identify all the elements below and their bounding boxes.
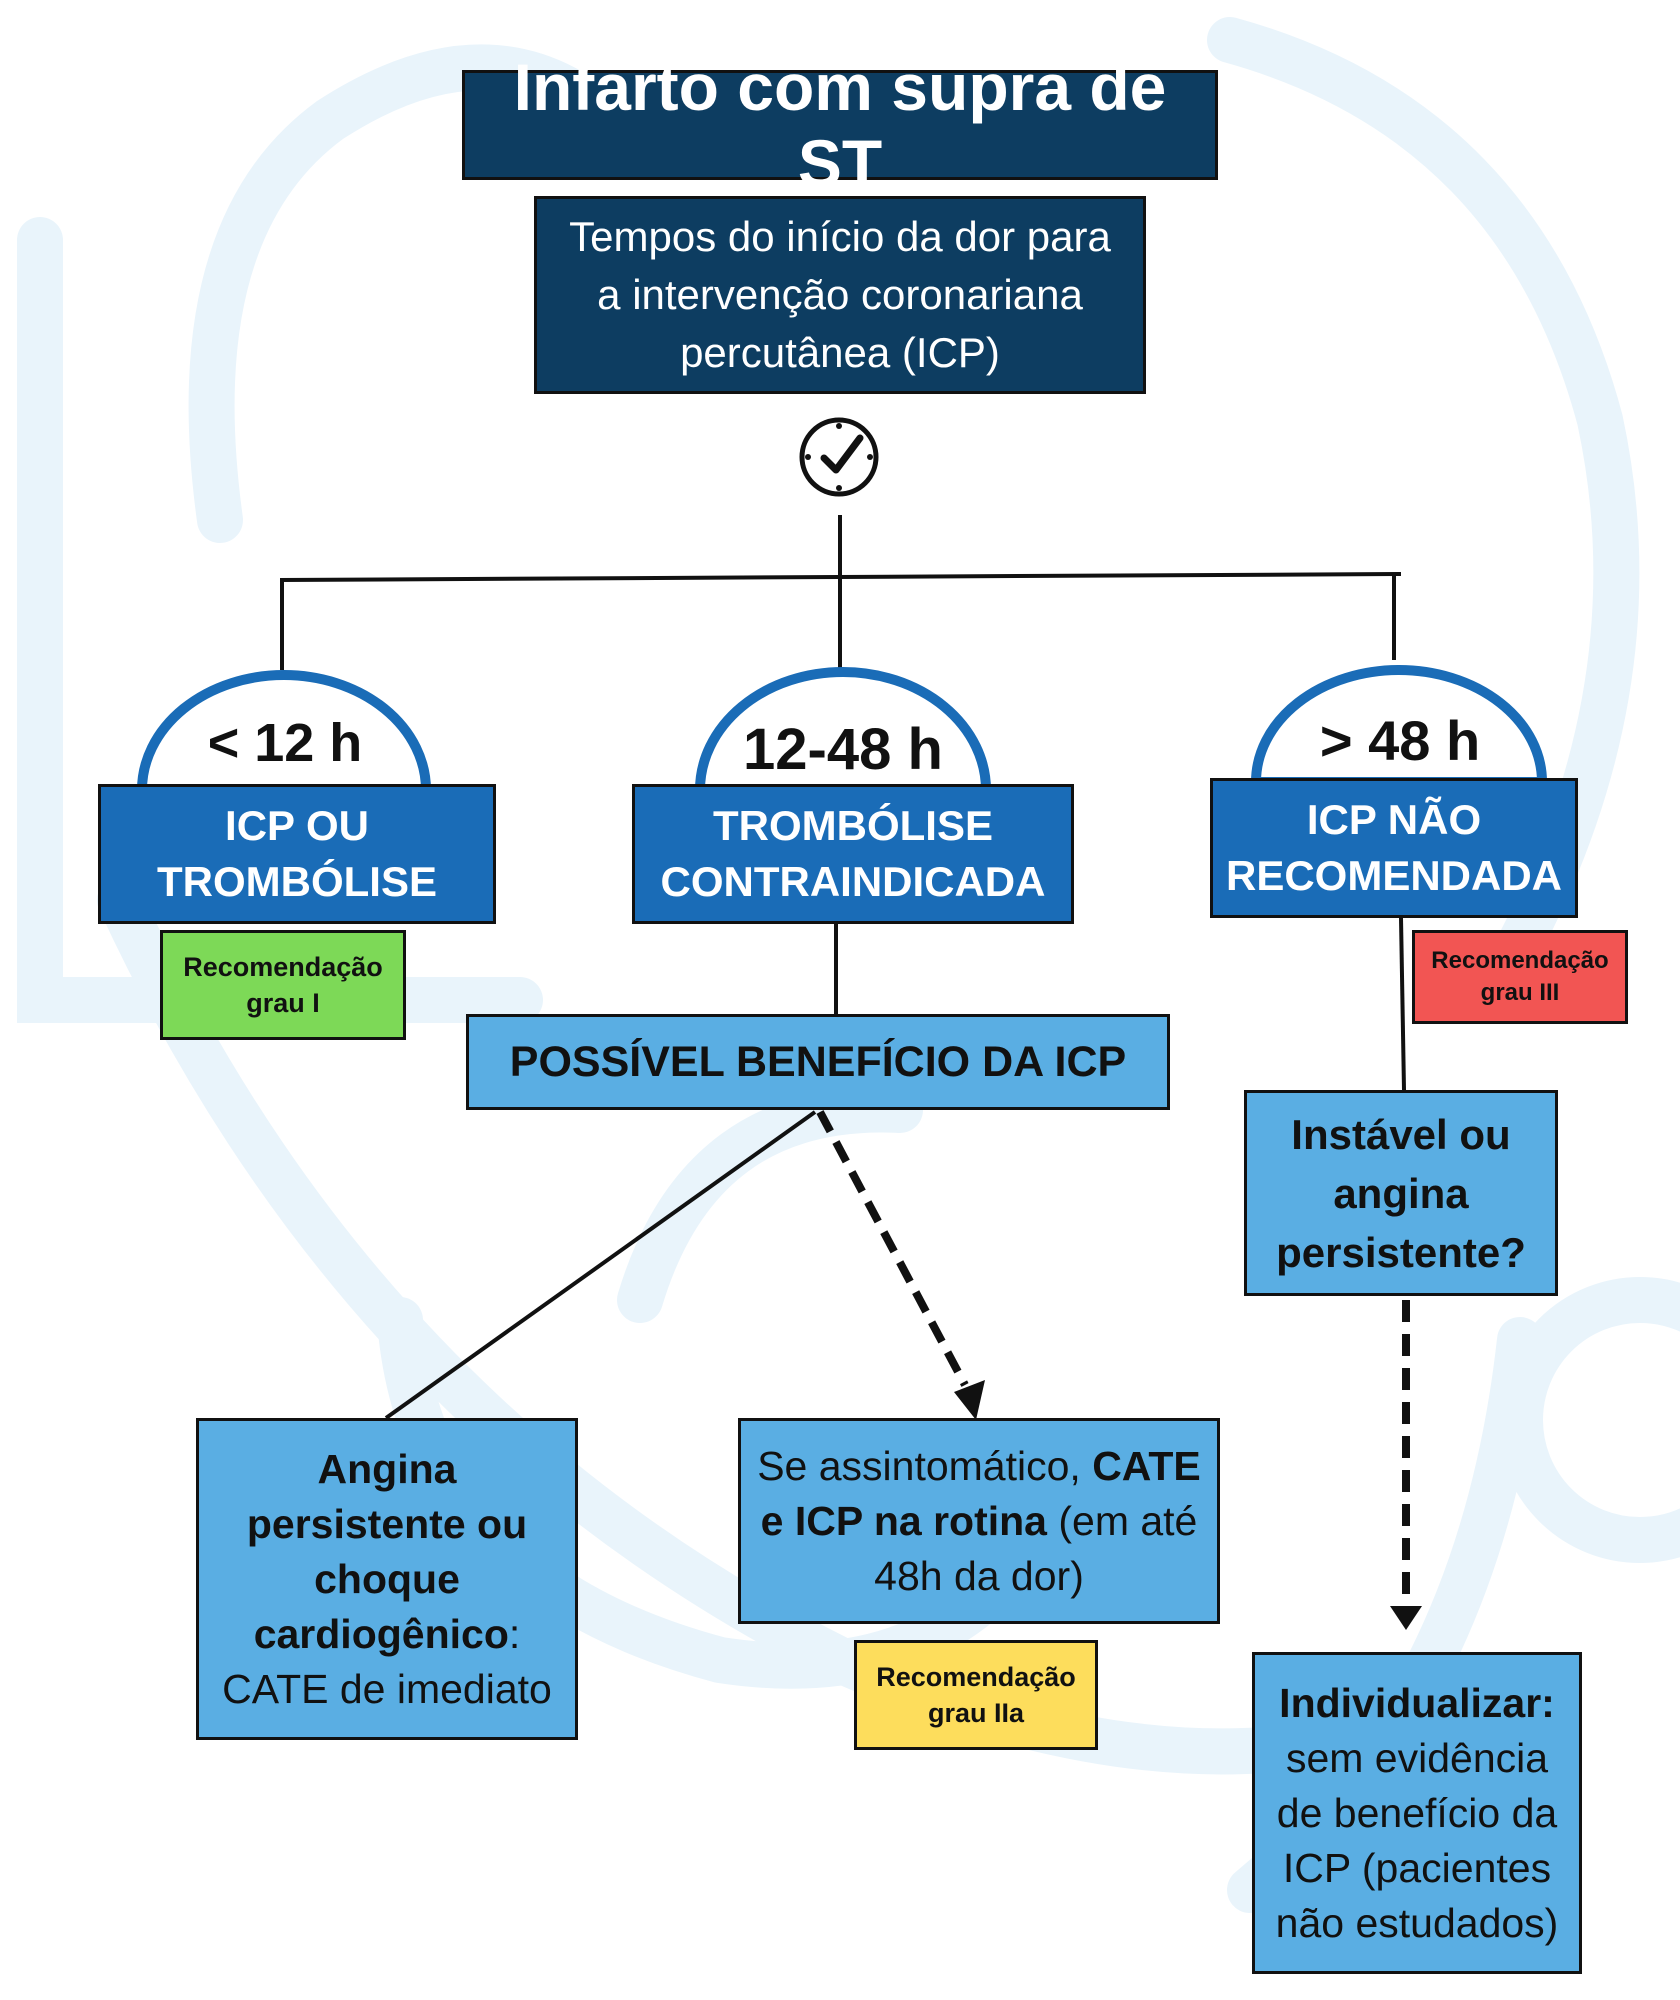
bold-text: cardiogênico	[253, 1610, 509, 1657]
title-box: Infarto com supra de ST	[462, 50, 1218, 200]
clock-check-icon	[799, 417, 879, 497]
box-line: Se assintomático, CATE	[757, 1439, 1201, 1494]
box-line: ICP (pacientes	[1282, 1844, 1552, 1891]
bold-text: CATE	[1092, 1442, 1201, 1489]
box-line: de benefício da	[1276, 1789, 1558, 1836]
box-line: cardiogênico:	[254, 1607, 521, 1662]
box-line: angina	[1333, 1169, 1469, 1217]
subtitle-line: a intervenção coronariana	[597, 271, 1083, 318]
badge-line: Recomendação	[1431, 947, 1609, 974]
badge-line: Recomendação	[183, 952, 383, 982]
box-line: Angina	[317, 1445, 457, 1492]
badge-line: Recomendação	[876, 1662, 1076, 1692]
box-line: Instável ou	[1291, 1110, 1511, 1158]
badge-line: grau I	[246, 988, 320, 1018]
box-line: CONTRAINDICADA	[660, 858, 1046, 905]
possible-benefit-box: POSSÍVEL BENEFÍCIO DA ICP	[466, 1014, 1170, 1110]
box-line: persistente ou	[246, 1500, 528, 1547]
trombolise-contraindicada-box: TROMBÓLISE CONTRAINDICADA	[632, 784, 1074, 924]
box-line: 48h da dor)	[874, 1552, 1084, 1599]
box-line: e ICP na rotina (em até	[761, 1494, 1198, 1549]
time-label-lt12: < 12 h	[207, 713, 363, 773]
box-line: persistente?	[1276, 1228, 1526, 1276]
subtitle-box: Tempos do início da dor para a intervenç…	[534, 196, 1146, 394]
box-line: choque	[314, 1555, 460, 1602]
recommendation-badge-grade-iii: Recomendação grau III	[1412, 930, 1628, 1024]
box-line: ICP NÃO	[1306, 796, 1482, 843]
box-line: ICP OU	[225, 802, 369, 849]
subtitle-line: Tempos do início da dor para	[569, 213, 1111, 260]
angina-persistent-box: Angina persistente ou choque cardiogênic…	[196, 1418, 578, 1740]
bold-text: e ICP na rotina	[760, 1497, 1047, 1544]
time-label-12-48: 12-48 h	[743, 717, 943, 782]
page-title: Infarto com supra de ST	[513, 50, 1167, 200]
text: Se assintomático,	[757, 1442, 1093, 1489]
box-line: não estudados)	[1275, 1899, 1559, 1946]
icp-nao-recomendada-box: ICP NÃO RECOMENDADA	[1210, 778, 1578, 918]
box-line: RECOMENDADA	[1226, 852, 1562, 899]
box-line: sem evidência	[1285, 1734, 1549, 1781]
colon: :	[508, 1610, 521, 1657]
box-line: Individualizar:	[1279, 1679, 1555, 1726]
possible-benefit-label: POSSÍVEL BENEFÍCIO DA ICP	[509, 1037, 1127, 1086]
box-line: TROMBÓLISE	[157, 858, 437, 905]
individualize-box: Individualizar: sem evidência de benefíc…	[1252, 1652, 1582, 1974]
asymptomatic-box: Se assintomático, CATE e ICP na rotina (…	[738, 1418, 1220, 1624]
unstable-question-box: Instável ou angina persistente?	[1244, 1090, 1558, 1296]
text: (em até	[1046, 1497, 1198, 1544]
time-label-gt48: > 48 h	[1319, 709, 1481, 772]
recommendation-badge-grade-i: Recomendação grau I	[160, 930, 406, 1040]
box-line: CATE de imediato	[222, 1665, 552, 1712]
subtitle-line: percutânea (ICP)	[680, 329, 1000, 376]
recommendation-badge-grade-iia: Recomendação grau IIa	[854, 1640, 1098, 1750]
icp-ou-trombolise-box: ICP OU TROMBÓLISE	[98, 784, 496, 924]
badge-line: grau IIa	[927, 1698, 1025, 1728]
box-line: TROMBÓLISE	[713, 802, 993, 849]
badge-line: grau III	[1480, 979, 1560, 1006]
